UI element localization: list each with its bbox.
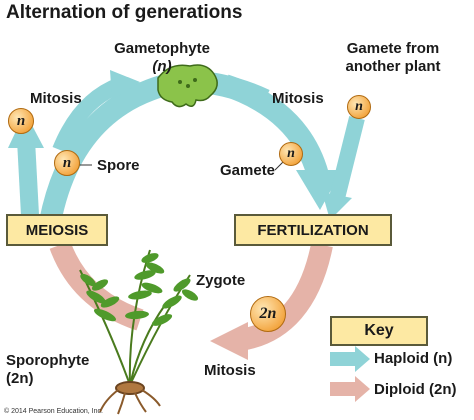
gametophyte-ploidy: (n)	[152, 58, 172, 75]
gametophyte-label: Gametophyte (n)	[110, 40, 214, 76]
foreign-gamete-line2: another plant	[345, 58, 441, 75]
diploid-arrowhead	[210, 322, 248, 360]
mitosis-label-bottom: Mitosis	[204, 362, 256, 379]
haploid-arrow-meiosis	[17, 139, 39, 216]
foreign-gamete-label: Gamete from another plant	[318, 40, 468, 76]
key-title: Key	[330, 316, 428, 346]
key-haploid-label: Haploid (n)	[374, 350, 453, 367]
haploid-badge-foreign-gamete: n	[347, 95, 371, 119]
mitosis-label-left: Mitosis	[30, 90, 82, 107]
meiosis-box: MEIOSIS	[6, 214, 108, 246]
haploid-badge-spore: n	[54, 150, 80, 176]
foreign-gamete-line1: Gamete from	[346, 40, 440, 57]
haploid-arrowhead-foreign	[322, 192, 352, 220]
diploid-arc	[237, 242, 333, 351]
diagram-title: Alternation of generations	[6, 2, 243, 23]
sporophyte-label: Sporophyte (2n)	[6, 352, 89, 388]
fern-illustration	[79, 249, 199, 415]
gamete-label: Gamete	[220, 162, 276, 179]
haploid-arrow-foreign-gamete	[329, 116, 365, 200]
fertilization-box: FERTILIZATION	[234, 214, 392, 246]
diploid-badge-zygote: 2n	[250, 296, 286, 332]
gametophyte-text: Gametophyte	[114, 40, 210, 57]
haploid-arrowhead-right	[296, 170, 342, 210]
key-haploid-swatch	[330, 346, 370, 372]
key-diploid-swatch	[330, 376, 370, 402]
haploid-badge-meiosis: n	[8, 108, 34, 134]
haploid-arrowhead-spore	[110, 70, 140, 100]
copyright-text: © 2014 Pearson Education, Inc.	[4, 408, 103, 415]
mitosis-label-right: Mitosis	[272, 90, 324, 107]
key-diploid-label: Diploid (2n)	[374, 381, 457, 398]
haploid-arc-right	[221, 74, 329, 179]
spore-label: Spore	[97, 157, 140, 174]
zygote-label: Zygote	[196, 272, 246, 289]
sporophyte-ploidy: (2n)	[6, 370, 34, 387]
haploid-badge-gamete: n	[279, 142, 303, 166]
sporophyte-text: Sporophyte	[6, 352, 90, 369]
